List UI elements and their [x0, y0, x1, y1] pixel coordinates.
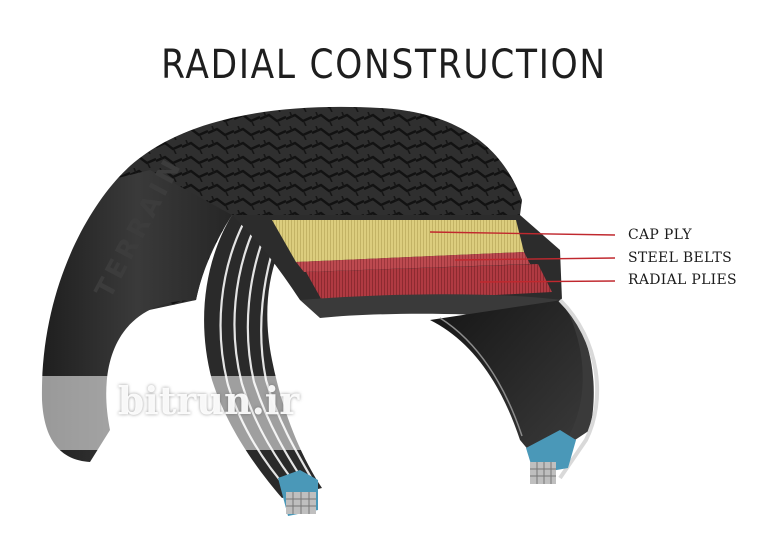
steel-belts-layer: [296, 252, 530, 272]
left-bead: [278, 470, 318, 516]
inner-sidewall: [430, 300, 583, 470]
watermark-text: bitrun.ir: [117, 378, 300, 423]
radial-plies-leader: [479, 280, 616, 283]
diagram-title: RADIAL CONSTRUCTION: [161, 42, 607, 88]
steel-belts-leader: [454, 257, 616, 261]
right-bead: [526, 430, 576, 484]
radial-plies-layer: [306, 264, 552, 304]
radial-plies-label: RADIAL PLIES: [628, 272, 737, 288]
cap-ply-label: CAP PLY: [628, 227, 692, 243]
cap-ply-layer: [272, 220, 524, 262]
tread-surface: [116, 106, 523, 312]
cap-ply-leader: [429, 231, 616, 236]
inner-highlight: [439, 317, 523, 437]
steel-belts-label: STEEL BELTS: [628, 250, 733, 266]
watermark-band: [0, 376, 417, 450]
right-cut-edge: [558, 298, 600, 480]
leader-lines: [429, 231, 616, 283]
